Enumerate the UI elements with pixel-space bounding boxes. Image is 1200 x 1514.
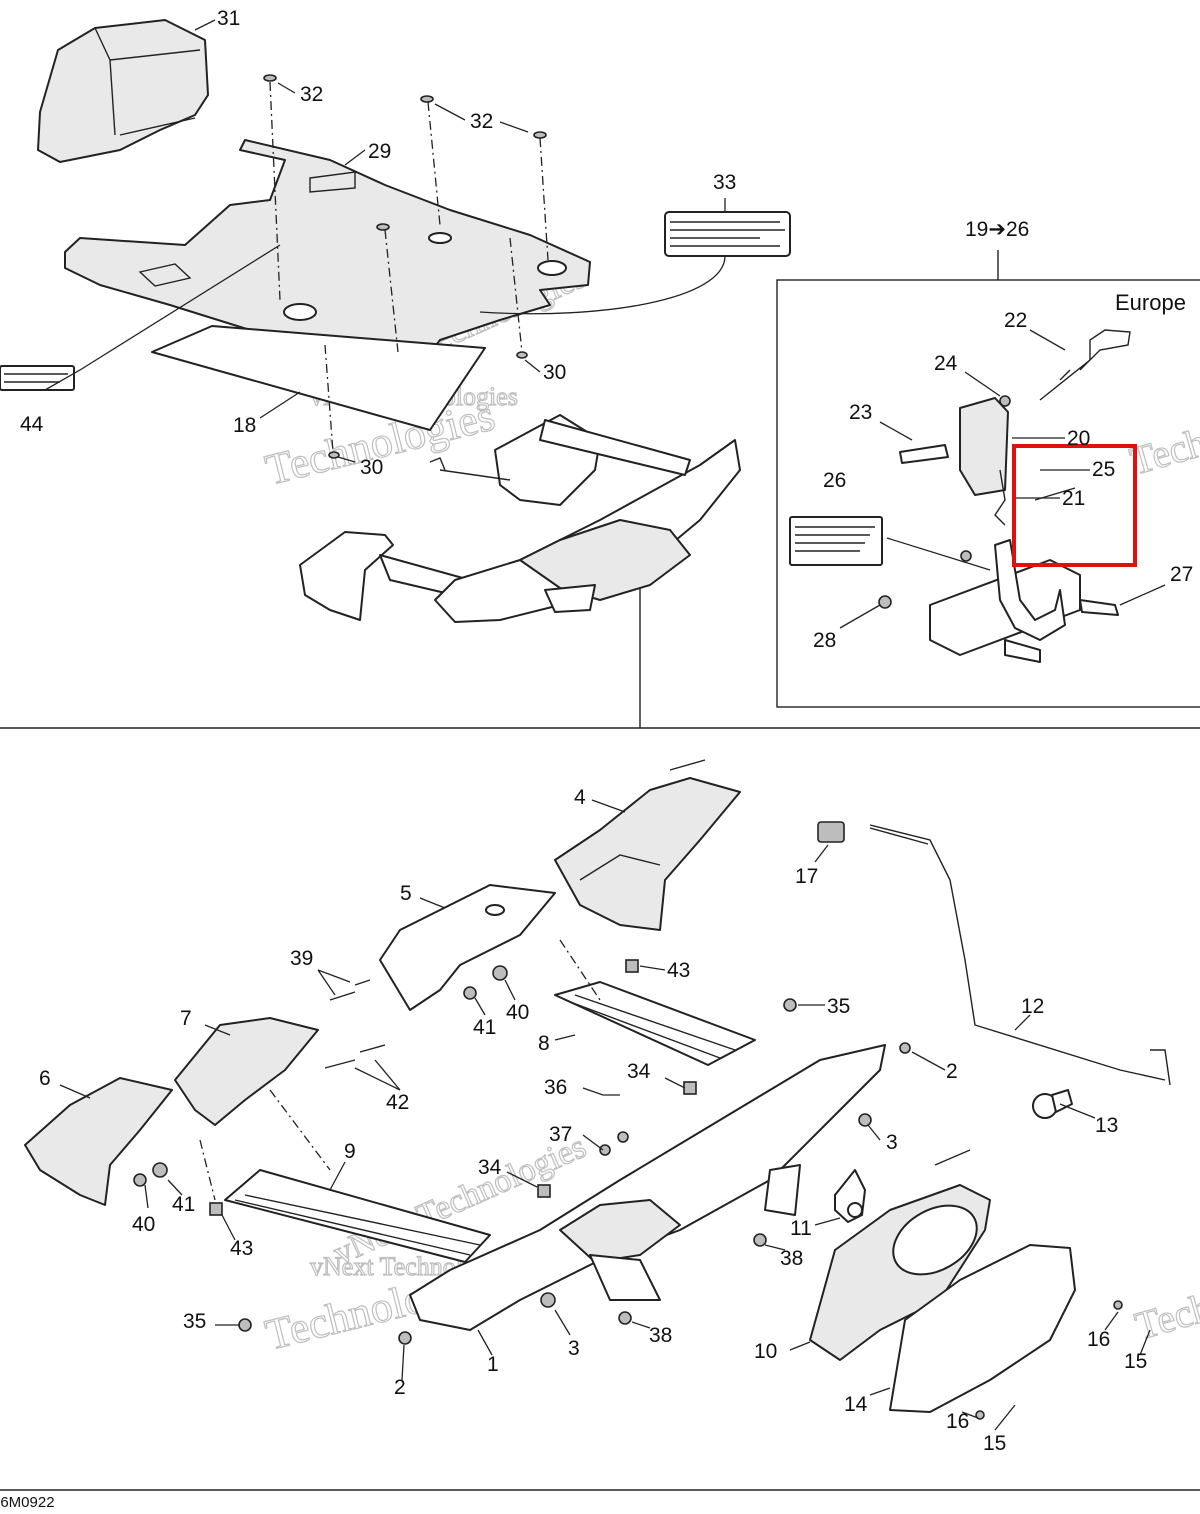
- callout-30: 30: [543, 361, 566, 384]
- callout-31: 31: [217, 7, 240, 30]
- part-8-rail-right: [554, 981, 756, 1066]
- callout-14: 14: [844, 1393, 868, 1416]
- callout-3: 3: [568, 1337, 580, 1360]
- callout-32: 32: [470, 110, 493, 133]
- callout-13: 13: [1095, 1114, 1118, 1137]
- callout-44: 44: [20, 413, 44, 436]
- callout-28: 28: [813, 629, 836, 652]
- callout-2: 2: [946, 1060, 958, 1083]
- callout-3: 3: [886, 1131, 898, 1154]
- kit-19-26-parts: [789, 329, 1131, 663]
- callout-36: 36: [544, 1076, 567, 1099]
- callout-layer: 31 32 32 29 33 44 18 30 30 19➔26 22 24 2…: [20, 7, 1193, 1455]
- callout-20: 20: [1067, 427, 1090, 450]
- callout-15: 15: [1124, 1350, 1147, 1373]
- part-12-wire-harness: [817, 821, 1171, 1086]
- leader-lines: [44, 19, 1166, 1431]
- callout-16: 16: [946, 1410, 969, 1433]
- kit-detail-box: [776, 279, 1200, 708]
- callout-27: 27: [1170, 563, 1193, 586]
- callout-40: 40: [132, 1213, 155, 1236]
- callout-16: 16: [1087, 1328, 1110, 1351]
- part-33-warning-label: [664, 211, 791, 257]
- callout-11: 11: [790, 1217, 812, 1240]
- callout-41: 41: [473, 1016, 496, 1039]
- callout-24: 24: [934, 352, 958, 375]
- callout-34: 34: [478, 1156, 502, 1179]
- callout-35: 35: [827, 995, 850, 1018]
- callout-41: 41: [172, 1193, 195, 1216]
- part-10-lamp-housing: [809, 1184, 991, 1361]
- fasteners-32-30: [263, 74, 549, 459]
- part-9-rail-left: [224, 1169, 491, 1263]
- callout-10: 10: [754, 1340, 777, 1363]
- callout-43: 43: [230, 1237, 253, 1260]
- callout-9: 9: [344, 1140, 356, 1163]
- callout-2: 2: [394, 1376, 406, 1399]
- part-rear-rack-top: [299, 414, 741, 623]
- callout-34: 34: [627, 1060, 651, 1083]
- callout-29: 29: [368, 140, 391, 163]
- part-7-bracket-left: [174, 1017, 319, 1126]
- part-1-rear-rack: [409, 1044, 886, 1331]
- callout-18: 18: [233, 414, 256, 437]
- callout-38: 38: [780, 1247, 803, 1270]
- callout-30: 30: [360, 456, 383, 479]
- callout-37: 37: [549, 1123, 572, 1146]
- callout-25: 25: [1092, 458, 1115, 481]
- callout-19-26: 19➔26: [965, 218, 1029, 241]
- part-31-seat-cushion: [37, 19, 209, 163]
- callout-42: 42: [386, 1091, 409, 1114]
- watermark-text: Technologies: [1130, 1247, 1200, 1349]
- callout-1: 1: [487, 1353, 499, 1376]
- callout-43: 43: [667, 959, 690, 982]
- callout-17: 17: [795, 865, 818, 888]
- callout-21: 21: [1062, 487, 1085, 510]
- region-label: Europe: [1115, 290, 1186, 315]
- part-11-clip: [834, 1169, 866, 1223]
- callout-23: 23: [849, 401, 872, 424]
- part-18-mat: [151, 325, 486, 431]
- callout-35: 35: [183, 1310, 206, 1333]
- callout-6: 6: [39, 1067, 51, 1090]
- callout-39: 39: [290, 947, 313, 970]
- callout-5: 5: [400, 882, 412, 905]
- part-14-lens: [889, 1244, 1076, 1413]
- part-13-bulb: [1032, 1089, 1073, 1119]
- callout-15: 15: [983, 1432, 1006, 1455]
- callout-4: 4: [574, 786, 586, 809]
- part-29-base-plate: [64, 139, 591, 371]
- part-4-side-cover-right: [554, 759, 741, 931]
- callout-26: 26: [823, 469, 846, 492]
- callout-12: 12: [1021, 995, 1044, 1018]
- callout-33: 33: [713, 171, 736, 194]
- highlight-box: [1012, 444, 1137, 567]
- part-44-label: [0, 365, 75, 391]
- part-6-side-cover-left: [24, 1077, 173, 1206]
- callout-8: 8: [538, 1032, 550, 1055]
- callout-38: 38: [649, 1324, 672, 1347]
- callout-7: 7: [180, 1007, 192, 1030]
- callout-40: 40: [506, 1001, 529, 1024]
- callout-32: 32: [300, 83, 323, 106]
- small-hardware: [133, 939, 1123, 1420]
- drawing-code: 36M0922: [0, 1494, 55, 1509]
- callout-22: 22: [1004, 309, 1027, 332]
